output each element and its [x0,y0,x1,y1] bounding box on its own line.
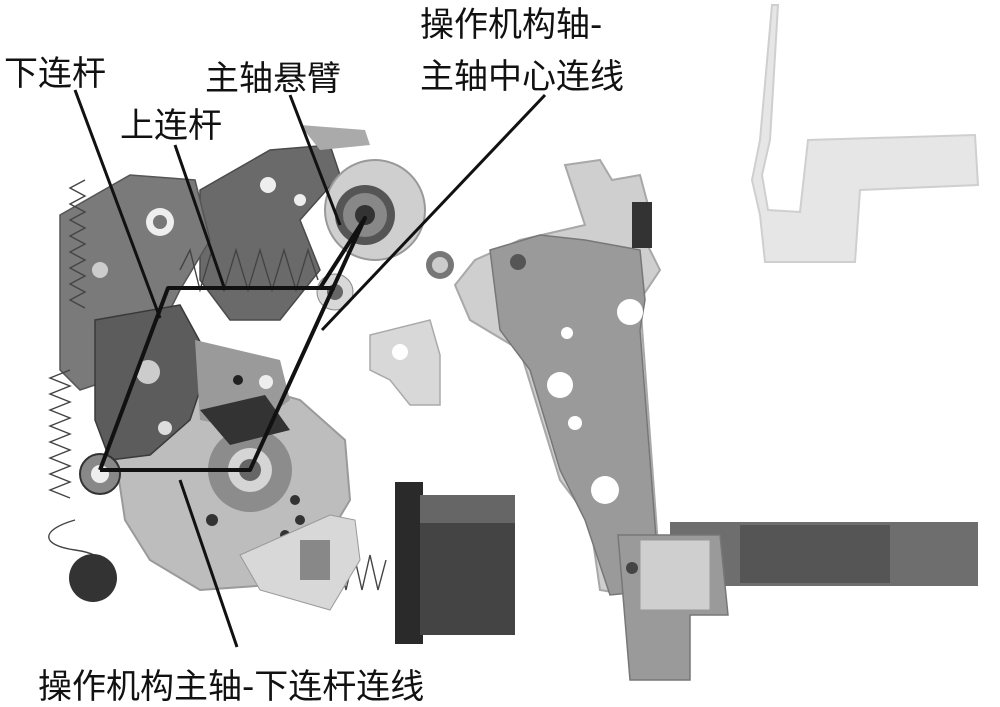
small-bracket [369,251,454,406]
upper-arm-plate [199,125,370,321]
label-mech-shaft-line-2: 主轴中心连线 [420,57,624,97]
main-shaft-gear [316,159,426,311]
lower-left-parts [69,453,361,611]
label-main-shaft-arm: 主轴悬臂 [205,59,341,99]
upper-right-bracket [750,4,980,263]
leader-lines [73,89,547,648]
label-lower-link: 下连杆 [4,54,106,94]
solenoid-cylinder [395,482,515,644]
label-mech-shaft-line-1: 操作机构轴- [420,5,602,45]
left-frame [59,174,290,461]
pivot-plate [453,158,664,602]
linkage-lines [98,216,367,472]
label-upper-link: 上连杆 [120,106,222,146]
latch-bar [617,522,978,681]
label-bottom-connection: 操作机构主轴-下连杆连线 [38,667,424,707]
